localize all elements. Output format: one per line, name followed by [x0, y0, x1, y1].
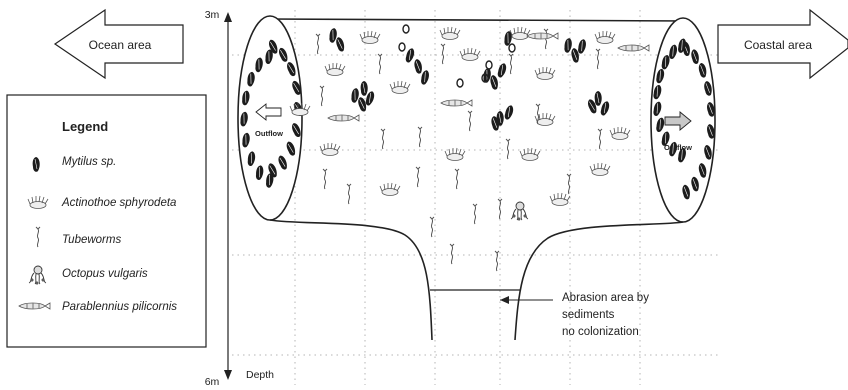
abrasion-note-line-1: Abrasion area by [562, 292, 649, 304]
mussel-shell-marker [399, 43, 405, 51]
mussel-marker [335, 36, 346, 52]
mussel-marker [413, 58, 423, 74]
blenny-marker [618, 45, 649, 51]
abrasion-note-line-2: sediments [562, 309, 615, 321]
anemone-marker [440, 27, 460, 40]
legend: Legend Mytilus sp. Actinothoe sphyrodeta… [7, 95, 206, 347]
anemone-marker [595, 31, 615, 44]
tubeworm-marker [347, 184, 351, 204]
mussel-shell-marker [486, 61, 492, 69]
mussel-marker [489, 74, 499, 90]
anemone-marker [360, 31, 380, 44]
tubeworm-marker [596, 49, 600, 69]
anemone-marker [320, 143, 340, 156]
tubeworm-marker [316, 34, 320, 54]
mussel-shell-marker [457, 79, 463, 87]
mussel-marker [595, 91, 602, 106]
tubeworm-marker [498, 199, 502, 219]
mussel-marker [496, 62, 508, 78]
tubeworm-marker [320, 86, 324, 106]
tubeworm-marker [468, 111, 472, 131]
mussel-marker [357, 96, 368, 112]
background-grid [232, 10, 720, 385]
tubeworm-marker [430, 217, 434, 237]
tubeworm-marker [323, 169, 327, 189]
legend-title: Legend [62, 119, 108, 134]
left-outflow-label: Outflow [255, 129, 283, 138]
mussel-marker [503, 104, 515, 120]
ocean-area-arrow: Ocean area [55, 10, 183, 78]
anemone-marker [460, 48, 480, 61]
right-outflow-label: Outflow [664, 143, 692, 152]
mussel-marker [577, 38, 588, 54]
tubeworm-marker [418, 127, 422, 147]
anemone-marker [535, 67, 555, 80]
blenny-marker [441, 100, 472, 106]
depth-axis-title: Depth [246, 369, 274, 381]
legend-item-actinothoe: Actinothoe sphyrodeta [61, 197, 176, 209]
tubeworm-marker [450, 244, 454, 264]
tubeworm-marker [495, 251, 499, 271]
abrasion-note-line-3: no colonization [562, 326, 639, 338]
anemone-marker [380, 183, 400, 196]
tubeworm-marker [598, 129, 602, 149]
legend-item-parablennius: Parablennius pilicornis [62, 301, 177, 313]
anemone-marker [325, 63, 345, 76]
anemone-marker [390, 81, 410, 94]
coastal-area-label: Coastal area [744, 38, 812, 52]
anemone-marker [610, 127, 630, 140]
coastal-area-arrow: Coastal area [718, 10, 848, 78]
legend-item-octopus: Octopus vulgaris [62, 268, 148, 280]
blenny-marker [527, 33, 558, 39]
tubeworm-marker [509, 54, 513, 74]
legend-item-tubeworms: Tubeworms [62, 234, 121, 246]
depth-top-label: 3m [205, 9, 220, 21]
legend-item-mytilus: Mytilus sp. [62, 156, 116, 168]
tubeworm-marker [441, 44, 445, 64]
organism-markers [239, 25, 715, 271]
mussel-shell-marker [403, 25, 409, 33]
tubeworm-marker [378, 54, 382, 74]
mussel-marker [361, 81, 368, 96]
abrasion-note: Abrasion area by sediments no colonizati… [500, 292, 649, 338]
anemone-marker [550, 193, 570, 206]
octopus-marker [511, 202, 528, 220]
blenny-marker [328, 115, 359, 121]
tubeworm-marker [381, 129, 385, 149]
tubeworm-marker [506, 139, 510, 159]
depth-bottom-label: 6m [205, 376, 220, 388]
ocean-area-label: Ocean area [89, 38, 152, 52]
tubeworm-marker [473, 204, 477, 224]
tubeworm-marker [416, 167, 420, 187]
tubeworm-marker [567, 174, 571, 194]
anemone-marker [510, 27, 530, 40]
mussel-marker [563, 38, 573, 54]
anemone-marker [590, 163, 610, 176]
mussel-shell-marker [509, 44, 515, 52]
tubeworm-marker [455, 169, 459, 189]
